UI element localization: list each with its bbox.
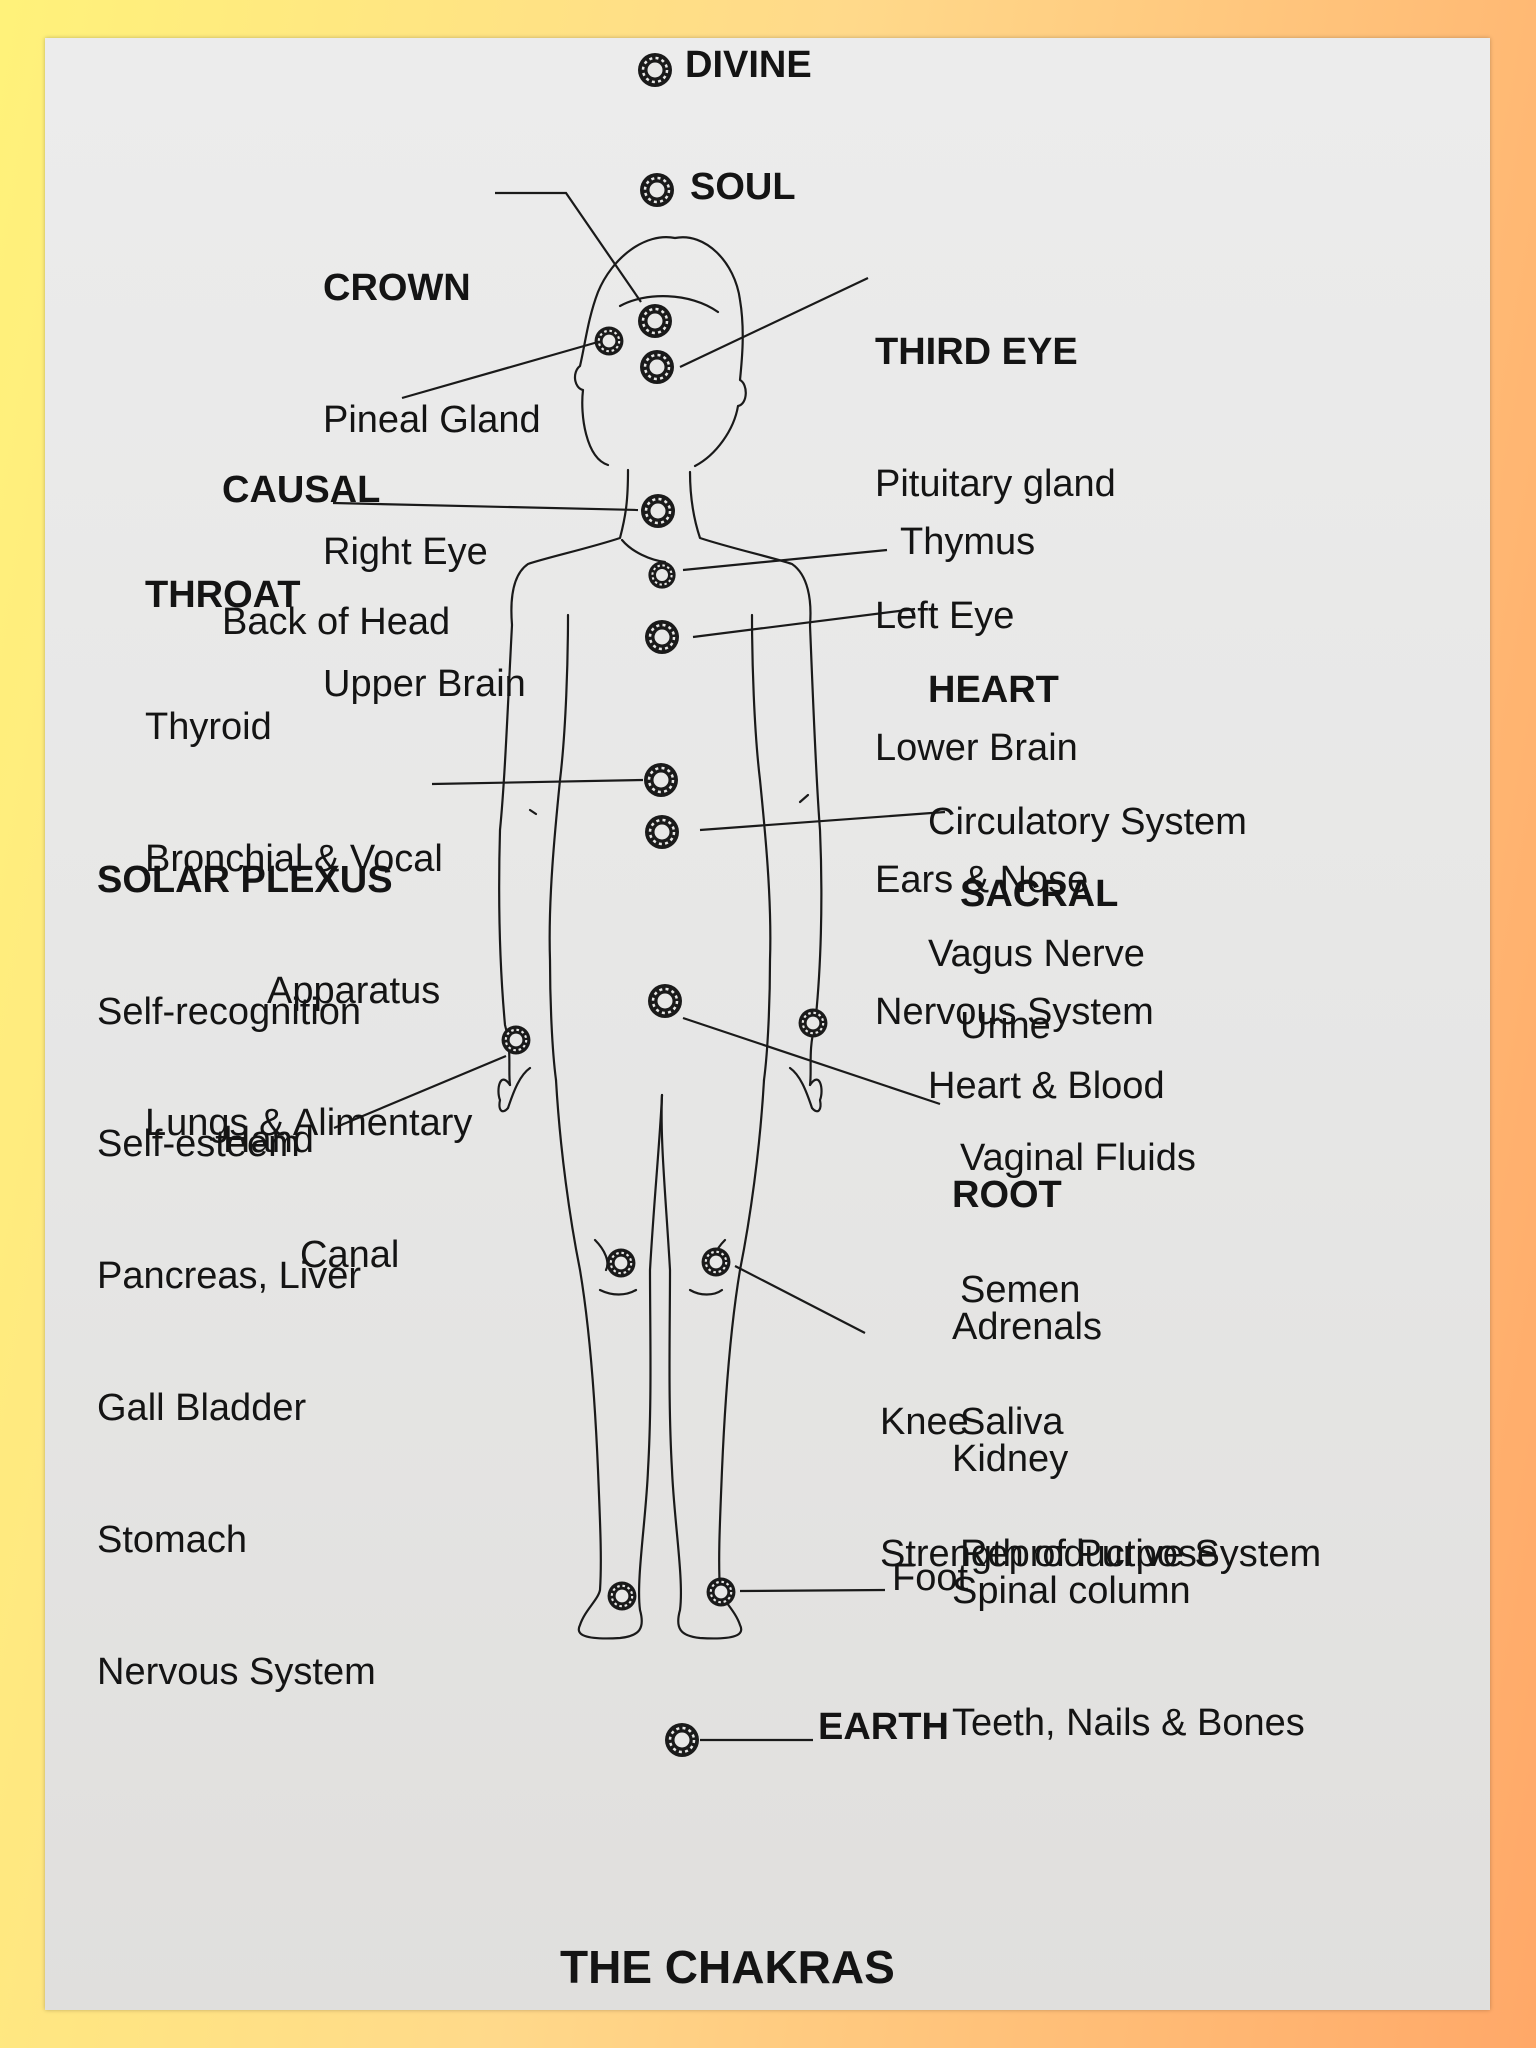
- foot-label: Foot: [892, 1556, 968, 1600]
- thymus-chakra: [648, 561, 675, 588]
- right-knee-chakra: [702, 1248, 731, 1277]
- divine-label: DIVINE: [685, 44, 812, 87]
- diagram-title: THE CHAKRAS: [560, 1940, 895, 1994]
- thymus-label: Thymus: [900, 520, 1035, 564]
- solar-plexus-item: Nervous System: [97, 1650, 393, 1694]
- knee-heading: Knee: [880, 1400, 1218, 1444]
- right-foot-chakra: [707, 1578, 736, 1607]
- third-eye-item: Pituitary gland: [875, 462, 1154, 506]
- divine-chakra: [638, 53, 672, 87]
- third-eye-chakra: [640, 350, 674, 384]
- soul-label: SOUL: [690, 166, 796, 209]
- foot-leader: [740, 1590, 885, 1591]
- heart-heading: HEART: [928, 668, 1247, 712]
- solar-plexus-label-block: SOLAR PLEXUS Self-recognition Self-estee…: [97, 770, 393, 1738]
- third-eye-heading: THIRD EYE: [875, 330, 1154, 374]
- root-item: Teeth, Nails & Bones: [952, 1701, 1305, 1745]
- solar-plexus-item: Self-recognition: [97, 990, 393, 1034]
- body-outline: [498, 237, 821, 1638]
- heart-chakra: [645, 620, 679, 654]
- root-chakra: [648, 984, 682, 1018]
- sacral-heading: SACRAL: [960, 872, 1321, 916]
- hand-label: Hand: [223, 1118, 314, 1162]
- throat-item: Thyroid: [145, 705, 472, 749]
- left-hand-chakra: [502, 1026, 531, 1055]
- soul-chakra: [640, 173, 674, 207]
- thymus-leader: [683, 550, 887, 570]
- right-hand-chakra: [799, 1009, 828, 1038]
- solar-plexus-item: Stomach: [97, 1518, 393, 1562]
- throat-chakra: [641, 494, 675, 528]
- causal-chakra: [595, 327, 624, 356]
- solar-plexus-heading: SOLAR PLEXUS: [97, 858, 393, 902]
- sacral-chakra: [645, 815, 679, 849]
- left-knee-chakra: [607, 1249, 636, 1278]
- left-foot-chakra: [608, 1582, 637, 1611]
- throat-heading: THROAT: [145, 573, 472, 617]
- knee-leader: [735, 1266, 865, 1333]
- root-heading: ROOT: [952, 1173, 1305, 1217]
- earth-chakra: [665, 1723, 699, 1757]
- solar-plexus-chakra: [644, 763, 678, 797]
- sacral-item: Urine: [960, 1004, 1321, 1048]
- solar-plexus-item: Pancreas, Liver: [97, 1254, 393, 1298]
- crown-chakra: [638, 304, 672, 338]
- crown-heading: CROWN: [323, 266, 541, 310]
- solar-plexus-item: Gall Bladder: [97, 1386, 393, 1430]
- third-eye-leader: [680, 278, 868, 367]
- earth-label: EARTH: [818, 1706, 949, 1749]
